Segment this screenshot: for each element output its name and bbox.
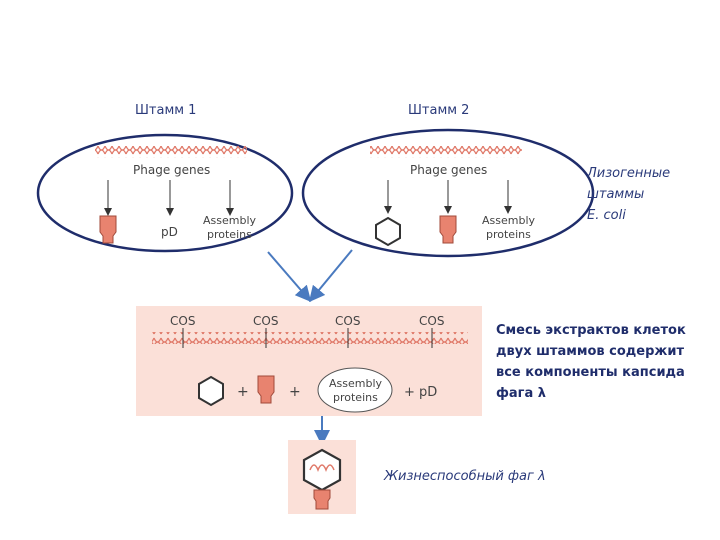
mixture-assembly-oval [317,367,393,413]
converge-arrow-right [308,249,353,303]
strain-2-cell [301,128,595,258]
strain-1-cell [36,133,294,253]
cos-label-1: COS [170,314,195,328]
mixture-assembly-line1: Assembly [329,377,383,390]
mixture-note-line1: Смесь экстрактов клеток [496,323,686,338]
strain-2-assembly-line2: proteins [486,228,531,241]
packaged-dna-icon [309,464,335,473]
mixture-prohead-icon [257,375,275,404]
strain-2-dna [370,146,522,158]
mixture-panel [136,306,482,416]
cos-label-2: COS [253,314,278,328]
cos-label-4: COS [419,314,444,328]
strain-1-dna [95,146,247,158]
lysogenic-note-line3: E. coli [587,208,626,223]
strain-1-genes-label: Phage genes [133,163,210,177]
mixture-assembly-line2: proteins [333,391,378,404]
lysogenic-note-line1: Лизогенные [587,166,671,181]
mixture-dna [152,332,468,344]
mixture-note-line2: двух штаммов содержит [496,344,684,359]
mixture-capsid-icon [198,375,224,407]
strain-2-prohead-icon [439,215,457,244]
strain-1-assembly-line2: proteins [207,228,252,241]
strain-2-genes-label: Phage genes [410,163,487,177]
strain-1-label: Штамм 1 [135,103,197,118]
viable-phage-tail-icon [313,489,331,510]
strain-2-capsid-icon [375,216,401,247]
mixture-note-line4: фага λ [496,386,546,401]
viable-phage-head-icon [302,448,342,492]
mixture-plus-pd: + pD [404,385,437,400]
strain-2-label: Штамм 2 [408,103,470,118]
strain-1-assembly-line1: Assembly [203,214,257,227]
viable-phage-label: Жизнеспособный фаг λ [384,469,546,484]
lysogenic-note: Лизогенные штаммы E. coli [587,163,670,226]
mixture-plus-1: + [237,384,249,400]
lysogenic-note-line2: штаммы [587,187,645,202]
strain-1-pd-label: pD [161,225,178,239]
mixture-plus-2: + [289,384,301,400]
converge-arrow-left [267,251,312,303]
mixture-note: Смесь экстрактов клеток двух штаммов сод… [496,320,686,404]
strain-2-assembly-line1: Assembly [482,214,536,227]
cos-label-3: COS [335,314,360,328]
mixture-note-line3: все компоненты капсида [496,365,685,380]
strain-1-prohead-icon [99,215,117,244]
